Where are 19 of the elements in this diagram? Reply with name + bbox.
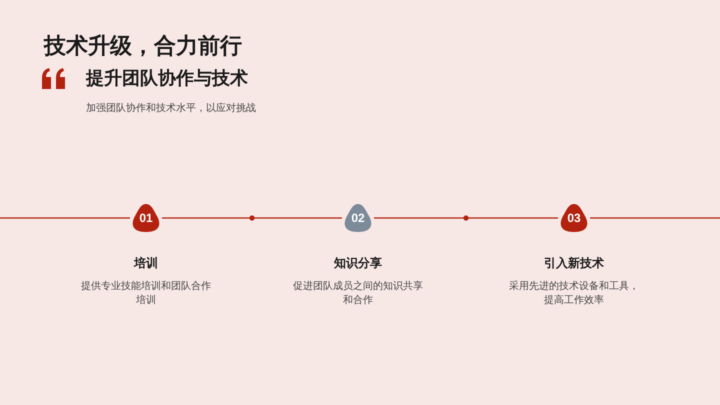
step-heading: 知识分享 <box>332 255 383 272</box>
description-text: 加强团队协作和技术水平，以应对挑战 <box>86 102 256 116</box>
step-number: 01 <box>139 210 153 227</box>
step-description: 采用先进的技术设备和工具，提高工作效率 <box>508 280 640 308</box>
step-description: 促进团队成员之间的知识共享和合作 <box>292 280 424 308</box>
timeline-line <box>162 217 342 219</box>
step-heading: 培训 <box>132 255 159 272</box>
step-marker <box>342 203 374 233</box>
slide-title: 技术升级，合力前行 <box>44 32 242 60</box>
step-heading: 引入新技术 <box>543 255 605 272</box>
step-description: 提供专业技能培训和团队合作培训 <box>80 280 212 308</box>
subtitle: 提升团队协作与技术 <box>86 67 248 90</box>
timeline-line <box>590 217 720 219</box>
step-number: 03 <box>567 210 581 227</box>
timeline-line <box>0 217 130 219</box>
timeline-line <box>374 217 558 219</box>
step-marker <box>558 203 590 233</box>
step-number: 02 <box>351 210 365 227</box>
step-marker <box>130 203 162 233</box>
